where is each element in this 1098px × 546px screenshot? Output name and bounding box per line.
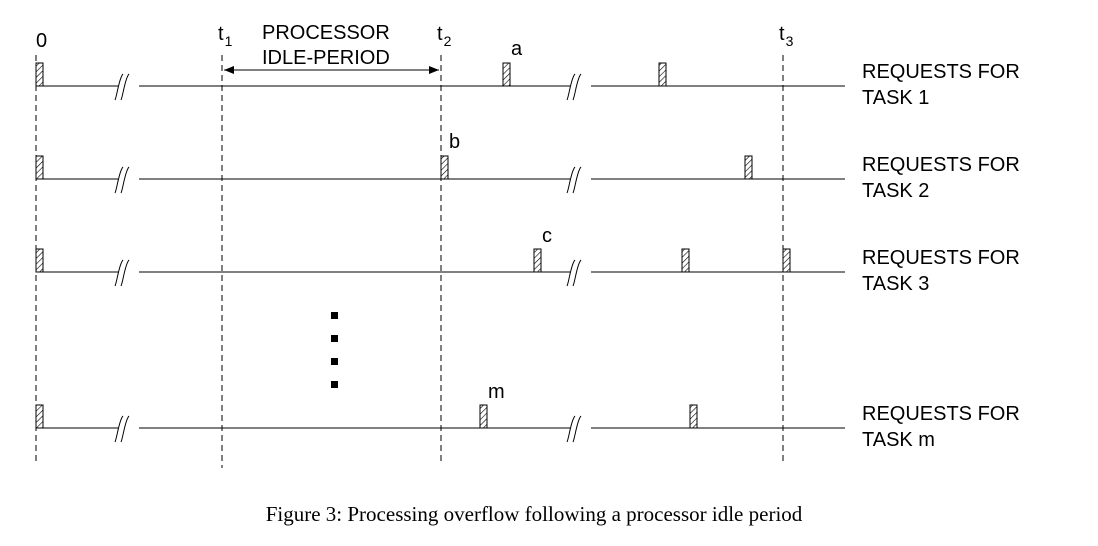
request-bar: [35, 404, 44, 429]
break-mark: [120, 415, 130, 443]
task-row-2: b REQUESTS FOR TASK 2: [35, 131, 1020, 202]
break-mark: [572, 415, 582, 443]
request-bar: [502, 62, 511, 87]
ellipsis-dot: [331, 358, 338, 365]
break-mark: [572, 166, 582, 194]
break-mark: [566, 73, 576, 101]
request-bar: [479, 404, 488, 429]
task-row-3: c REQUESTS FOR TASK 3: [35, 225, 1020, 295]
vertical-ellipsis: [331, 312, 338, 388]
request-bar: [744, 155, 753, 180]
marker-label-t2: t2: [437, 23, 452, 49]
break-mark: [566, 166, 576, 194]
task-label-line1: REQUESTS FOR: [862, 61, 1020, 83]
idle-label-line2: IDLE-PERIOD: [262, 47, 390, 69]
break-mark: [566, 415, 576, 443]
marker-label-t1: t1: [218, 23, 233, 49]
task-label-line2: TASK 2: [862, 180, 929, 202]
request-bar: [35, 248, 44, 273]
request-bar: [658, 62, 667, 87]
break-mark: [114, 259, 124, 287]
task-label-line1: REQUESTS FOR: [862, 154, 1020, 176]
break-mark: [572, 73, 582, 101]
break-mark: [120, 259, 130, 287]
figure-caption: Figure 3: Processing overflow following …: [266, 502, 803, 526]
request-bar: [35, 62, 44, 87]
marker-label-0: 0: [36, 30, 47, 52]
task-label-line1: REQUESTS FOR: [862, 403, 1020, 425]
break-mark: [120, 73, 130, 101]
request-bar: [681, 248, 690, 273]
request-label-b: b: [449, 131, 460, 153]
break-mark: [114, 73, 124, 101]
task-row-m: m REQUESTS FOR TASK m: [35, 381, 1020, 451]
task-label-line2: TASK 1: [862, 87, 929, 109]
ellipsis-dot: [331, 335, 338, 342]
task-label-line2: TASK 3: [862, 273, 929, 295]
ellipsis-dot: [331, 312, 338, 319]
request-bar: [440, 155, 449, 180]
marker-label-t3: t3: [779, 23, 794, 49]
request-label-c: c: [542, 225, 552, 247]
request-bar: [782, 248, 791, 273]
task-row-1: a REQUESTS FOR TASK 1: [35, 38, 1020, 109]
idle-label-line1: PROCESSOR: [262, 22, 390, 44]
break-mark: [114, 166, 124, 194]
ellipsis-dot: [331, 381, 338, 388]
break-mark: [572, 259, 582, 287]
request-bar: [533, 248, 542, 273]
request-label-m: m: [488, 381, 505, 403]
break-mark: [114, 415, 124, 443]
request-bar: [689, 404, 698, 429]
task-label-line2: TASK m: [862, 429, 935, 451]
task-label-line1: REQUESTS FOR: [862, 247, 1020, 269]
request-bar: [35, 155, 44, 180]
break-mark: [120, 166, 130, 194]
break-mark: [566, 259, 576, 287]
request-label-a: a: [511, 38, 523, 60]
